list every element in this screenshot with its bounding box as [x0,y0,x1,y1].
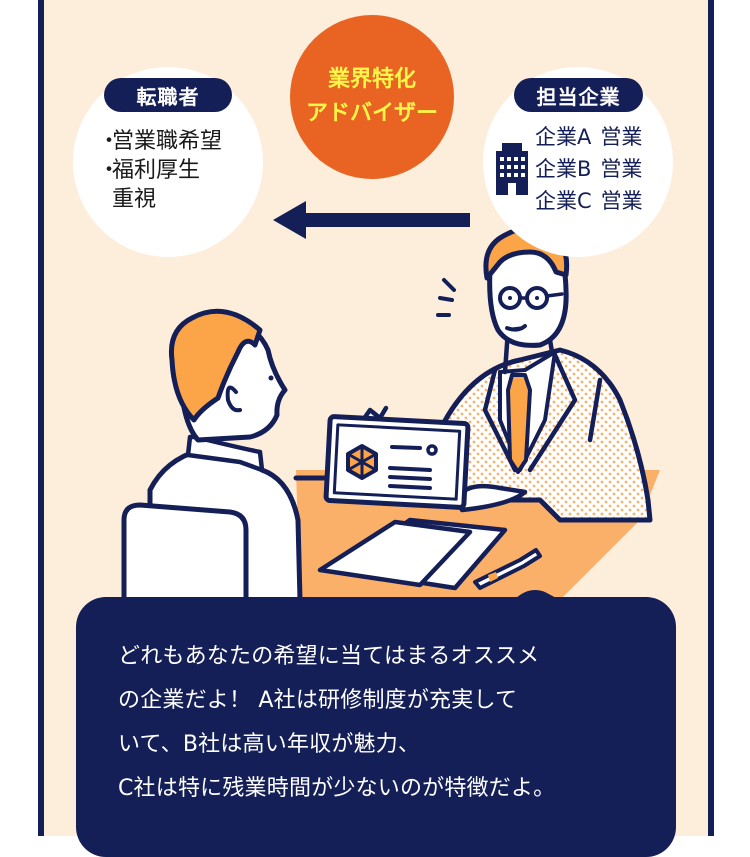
industry-advisor-badge: 業界特化 アドバイザー [290,15,454,179]
speech-line: いて、B社は高い年収が魅力、 [118,732,421,757]
speech-line: どれもあなたの希望に当てはまるオススメ [118,644,540,669]
wish-item: ・福利厚生 [98,158,201,183]
speech-line: の企業だよ！ A社は研修制度が充実して [118,688,518,713]
wish-item-continuation: 重視 [112,187,157,212]
hexagon-logo-icon [346,444,378,480]
speech-line: C社は特に残業時間が少ないのが特徴だよ。 [118,776,556,801]
advisor-badge-line2: アドバイザー [305,101,438,126]
advisor-speech-bubble: どれもあなたの希望に当てはまるオススメ の企業だよ！ A社は研修制度が充実して … [76,597,676,857]
documents [317,517,508,591]
advisor-badge-line1: 業界特化 [327,67,416,92]
building-icon [496,143,528,195]
arrow-left-icon [273,201,470,239]
speech-text: どれもあなたの希望に当てはまるオススメ の企業だよ！ A社は研修制度が充実して … [118,635,555,811]
assigned-companies-badge: 担当企業 [514,78,643,112]
advisor-figure [436,225,653,523]
job-seeker-badge: 転職者 [104,78,232,112]
job-seeker-wishes: ・営業職希望 ・福利厚生 重視 [98,127,222,214]
job-seeker-figure [121,308,303,603]
tablet [323,405,471,510]
wish-item: ・営業職希望 [98,129,223,154]
